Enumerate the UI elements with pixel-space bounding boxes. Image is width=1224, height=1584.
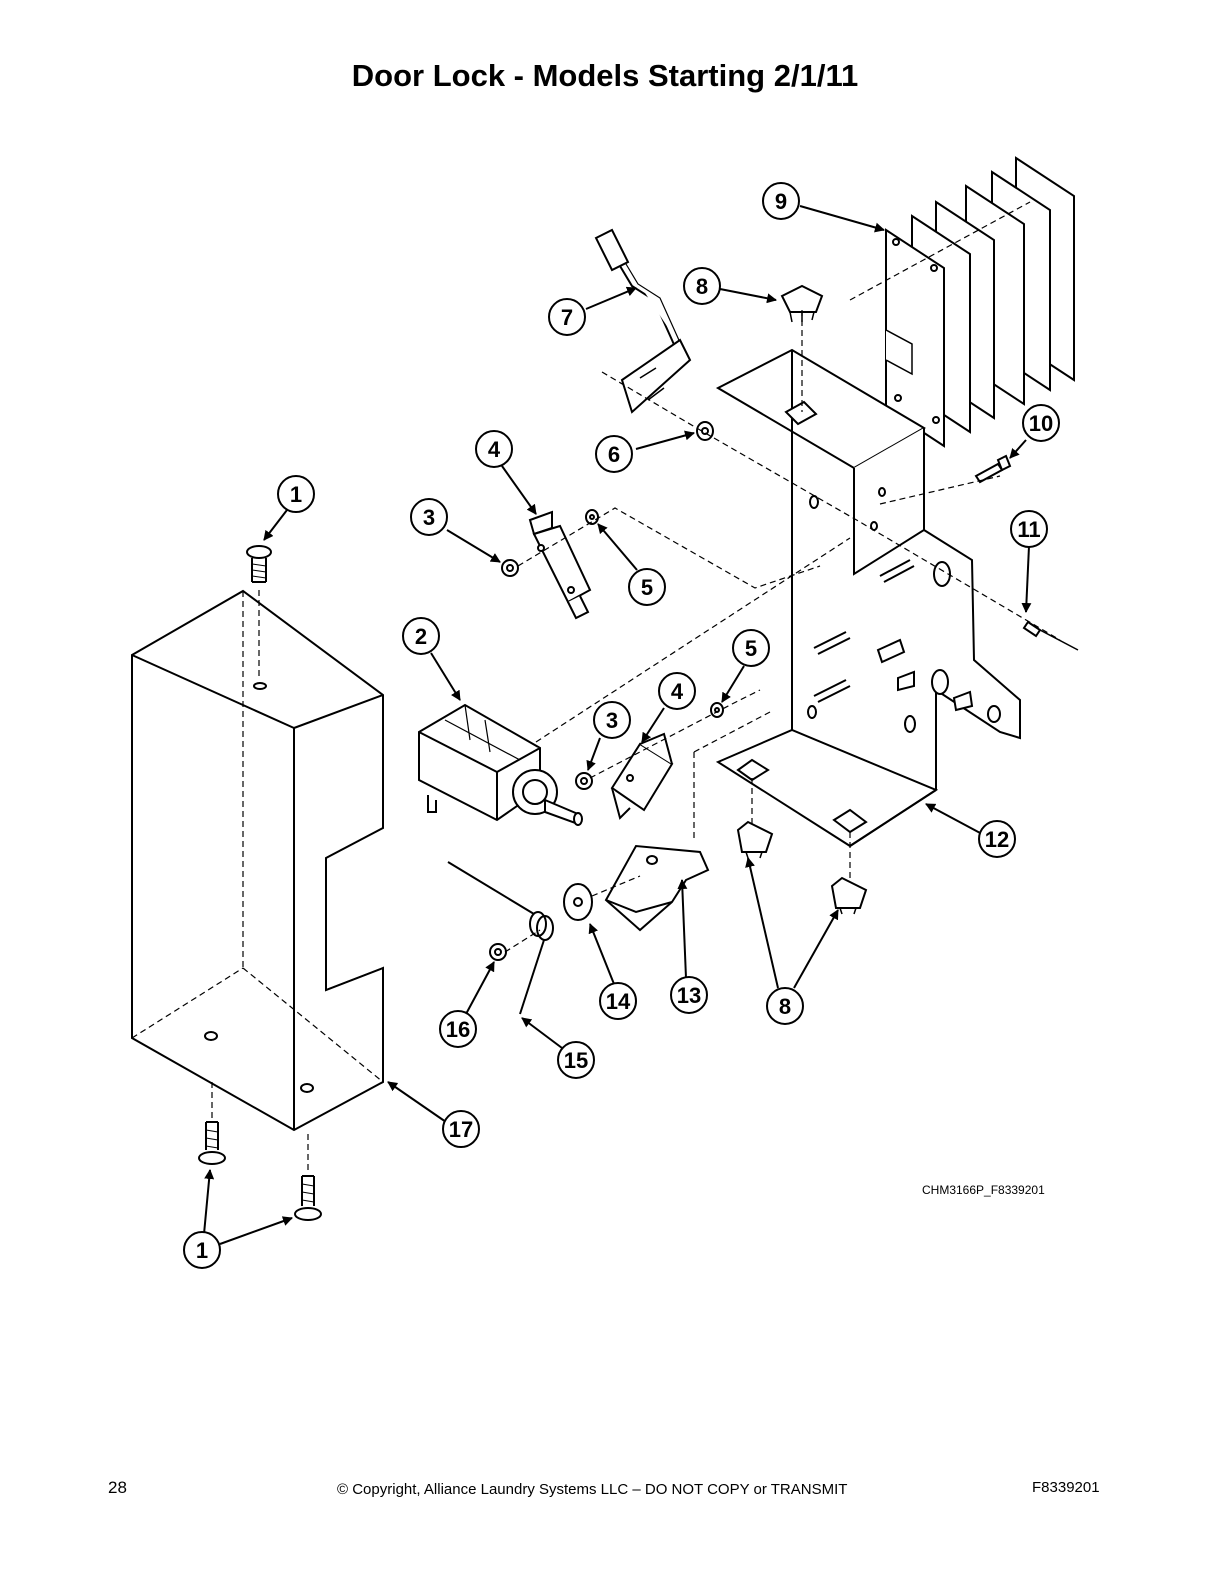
- torsion-spring: [447, 861, 554, 1015]
- svg-text:4: 4: [671, 679, 684, 704]
- callout-17: 17: [442, 1110, 480, 1148]
- shim-plates: [885, 156, 1075, 448]
- callout-1-bottom: 1: [183, 1231, 221, 1269]
- svg-text:14: 14: [606, 989, 631, 1014]
- washer-lower: [710, 702, 724, 718]
- callout-3-lower: 3: [593, 701, 631, 739]
- callout-13: 13: [670, 976, 708, 1014]
- callout-5-lower: 5: [732, 629, 770, 667]
- svg-text:17: 17: [449, 1117, 473, 1142]
- svg-text:2: 2: [415, 624, 427, 649]
- svg-text:8: 8: [696, 274, 708, 299]
- svg-text:11: 11: [1017, 517, 1040, 542]
- washer-14: [563, 883, 593, 921]
- switch-upper: [528, 510, 592, 620]
- screw-10: [974, 454, 1012, 484]
- callout-4-lower: 4: [658, 672, 696, 710]
- callout-15: 15: [557, 1041, 595, 1079]
- svg-text:9: 9: [775, 189, 787, 214]
- washer-6: [696, 421, 714, 441]
- svg-text:10: 10: [1029, 411, 1053, 436]
- callout-9: 9: [762, 182, 800, 220]
- switch-lower: [610, 732, 674, 820]
- nut-lower: [575, 772, 593, 790]
- callout-6: 6: [595, 435, 633, 473]
- wire-harness-switch: [594, 228, 692, 414]
- svg-text:13: 13: [677, 983, 701, 1008]
- callout-10: 10: [1022, 404, 1060, 442]
- housing-cover: [131, 589, 384, 1132]
- footer-page-number: 28: [108, 1478, 127, 1497]
- nut-16: [489, 943, 507, 961]
- svg-text:3: 3: [606, 708, 618, 733]
- callout-11: 11: [1010, 510, 1048, 548]
- callout-12: 12: [978, 820, 1016, 858]
- callout-14: 14: [599, 982, 637, 1020]
- svg-text:8: 8: [779, 994, 791, 1019]
- callout-5-upper: 5: [628, 568, 666, 606]
- assembly-lines: [504, 310, 1061, 953]
- footer-copyright: © Copyright, Alliance Laundry Systems LL…: [337, 1481, 848, 1498]
- page-title: Door Lock - Models Starting 2/1/11: [351, 58, 859, 93]
- screw-bottom-right: [294, 1175, 322, 1221]
- svg-text:1: 1: [290, 482, 302, 507]
- callout-2: 2: [402, 617, 440, 655]
- clip-top: [780, 284, 824, 323]
- lock-lever: [604, 844, 710, 932]
- svg-text:4: 4: [488, 437, 501, 462]
- screw-bottom-left: [198, 1121, 226, 1165]
- drawing-code: CHM3166P_F8339201: [922, 1183, 1045, 1197]
- callout-1-top: 1: [277, 475, 315, 513]
- svg-text:1: 1: [196, 1238, 208, 1263]
- svg-text:7: 7: [561, 305, 573, 330]
- svg-text:6: 6: [608, 442, 620, 467]
- solenoid: [418, 703, 583, 826]
- callout-8-bottom: 8: [766, 987, 804, 1025]
- callout-4-upper: 4: [475, 430, 513, 468]
- screw-top: [246, 545, 272, 583]
- pin-11: [1022, 620, 1079, 651]
- callout-labels: 1 2 3 4 5 6 7 8 9 10 11 12 13 14 15 16 1…: [183, 182, 1060, 1269]
- callout-3-upper: 3: [410, 498, 448, 536]
- callout-8-top: 8: [683, 267, 721, 305]
- callout-leaders: [203, 205, 1032, 1245]
- callout-7: 7: [548, 298, 586, 336]
- svg-text:5: 5: [745, 636, 757, 661]
- nut-upper: [501, 559, 519, 577]
- callout-16: 16: [439, 1010, 477, 1048]
- svg-text:3: 3: [423, 505, 435, 530]
- clip-bottom-right: [830, 876, 868, 915]
- svg-text:15: 15: [564, 1048, 588, 1073]
- svg-text:12: 12: [985, 827, 1009, 852]
- mounting-bracket: [715, 348, 1021, 848]
- footer-doc-code: F8339201: [1032, 1479, 1100, 1496]
- svg-text:5: 5: [641, 575, 653, 600]
- svg-text:16: 16: [446, 1017, 470, 1042]
- washer-upper: [585, 509, 599, 525]
- clip-bottom-left: [736, 820, 774, 859]
